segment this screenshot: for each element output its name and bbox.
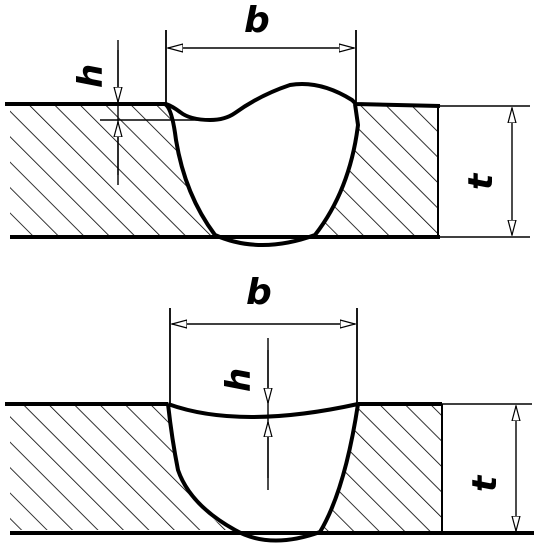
bottom-weld-top bbox=[167, 402, 359, 419]
bottom-t-label: t bbox=[465, 474, 505, 492]
bottom-h-label: h bbox=[219, 368, 259, 392]
top-b-label: b bbox=[244, 0, 270, 41]
bottom-fusion-boundary bbox=[166, 403, 360, 543]
top-plate-left bbox=[10, 105, 215, 236]
bottom-plate-right bbox=[320, 404, 442, 534]
top-plate-surface bbox=[5, 82, 441, 123]
top-fusion-boundary bbox=[163, 102, 361, 247]
top-h-label: h bbox=[71, 64, 111, 88]
bottom-plate-left bbox=[10, 404, 235, 530]
top-t-label: t bbox=[461, 172, 501, 190]
bottom-weld-diagram: b h t bbox=[5, 272, 534, 543]
top-plate-right bbox=[315, 105, 438, 236]
top-weld-diagram: b h t bbox=[5, 0, 530, 247]
top-weld-nugget bbox=[166, 84, 358, 245]
bottom-weld-nugget bbox=[168, 404, 358, 541]
bottom-b-label: b bbox=[246, 272, 272, 313]
